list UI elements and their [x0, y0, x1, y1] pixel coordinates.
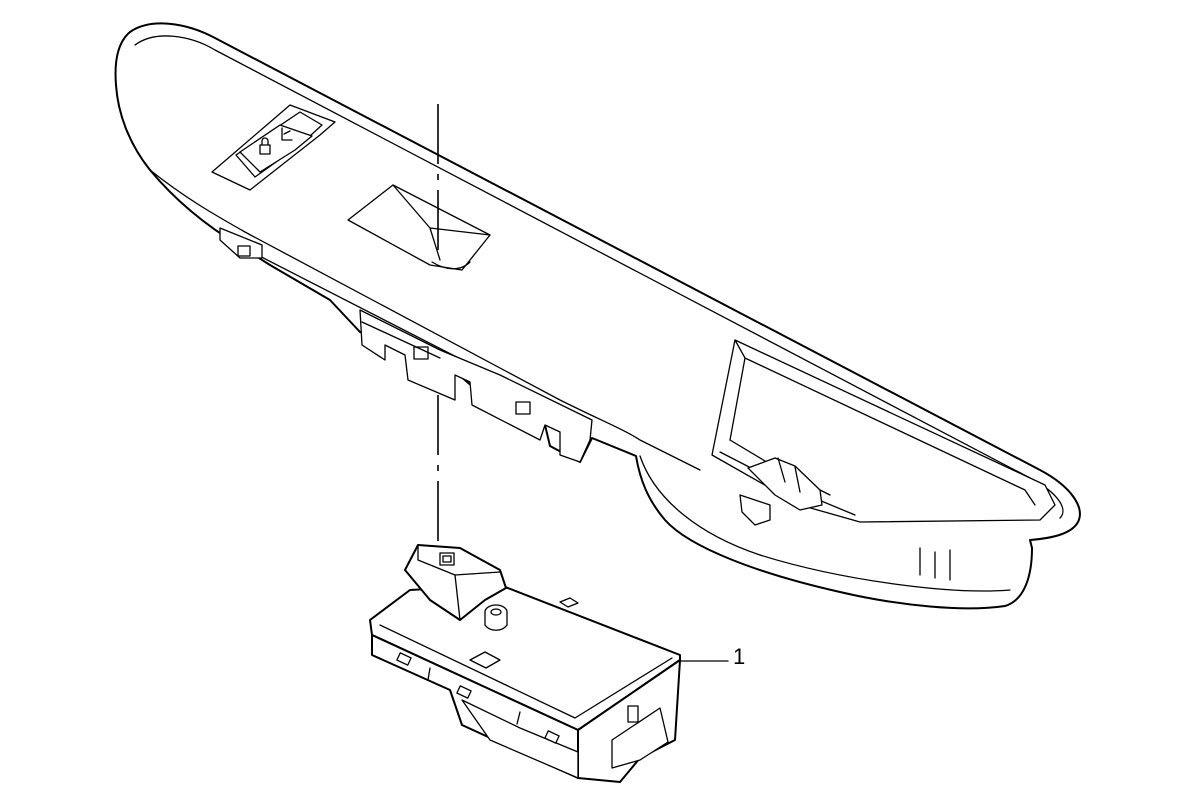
child-seat-icon [281, 127, 293, 141]
callout-label-1: 1 [733, 644, 746, 669]
retaining-clip-left [219, 227, 263, 259]
door-switch-bezel [114, 22, 1081, 610]
lock-icon [259, 137, 271, 155]
lock-icon-small [439, 552, 455, 566]
window-switch-module [369, 544, 729, 783]
switch-post [484, 604, 508, 631]
lower-skirt [639, 455, 1011, 592]
mounting-tabs [359, 309, 593, 463]
pull-cup [711, 339, 1056, 523]
lock-switch-recess [211, 104, 336, 191]
switch-rocker [404, 544, 507, 621]
window-switch-opening [347, 184, 491, 271]
